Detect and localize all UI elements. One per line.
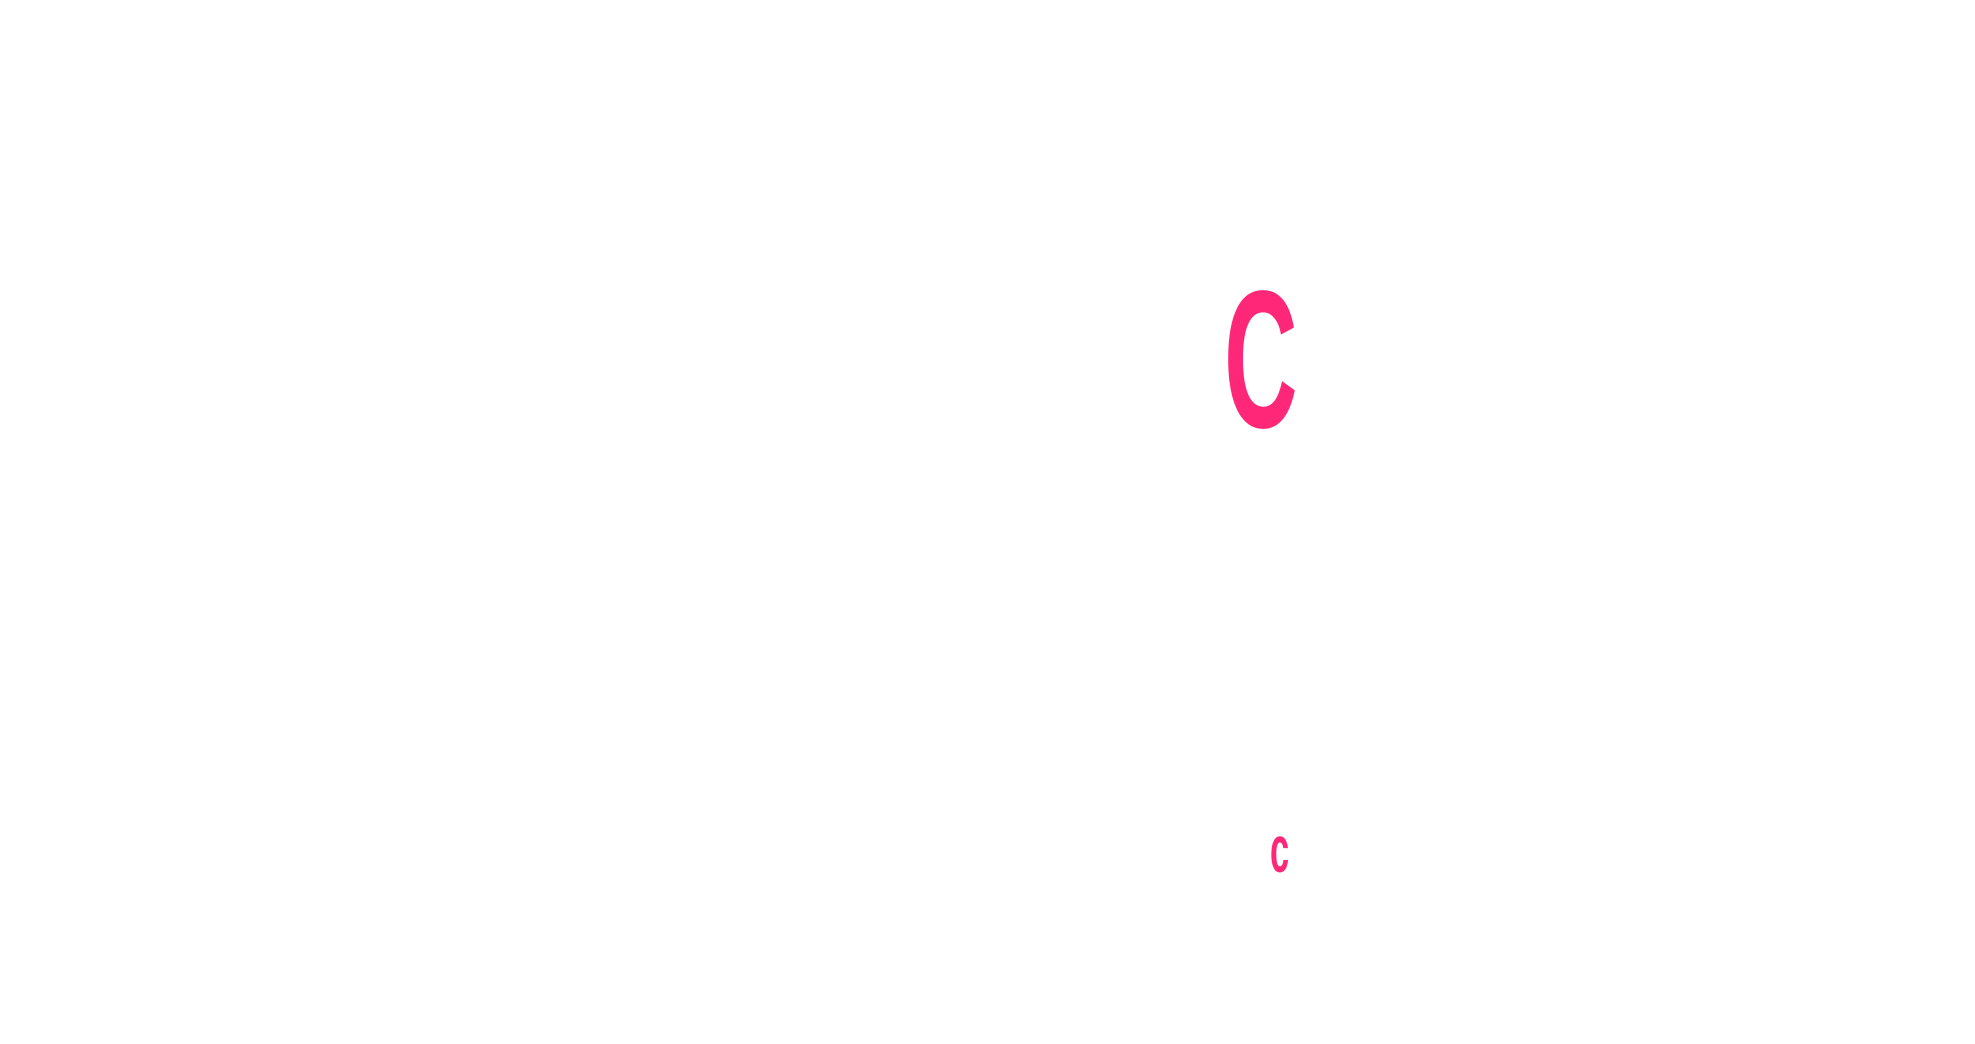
logo-small-letter: c [1270, 812, 1290, 886]
logo-large-letter: C [1224, 250, 1298, 469]
